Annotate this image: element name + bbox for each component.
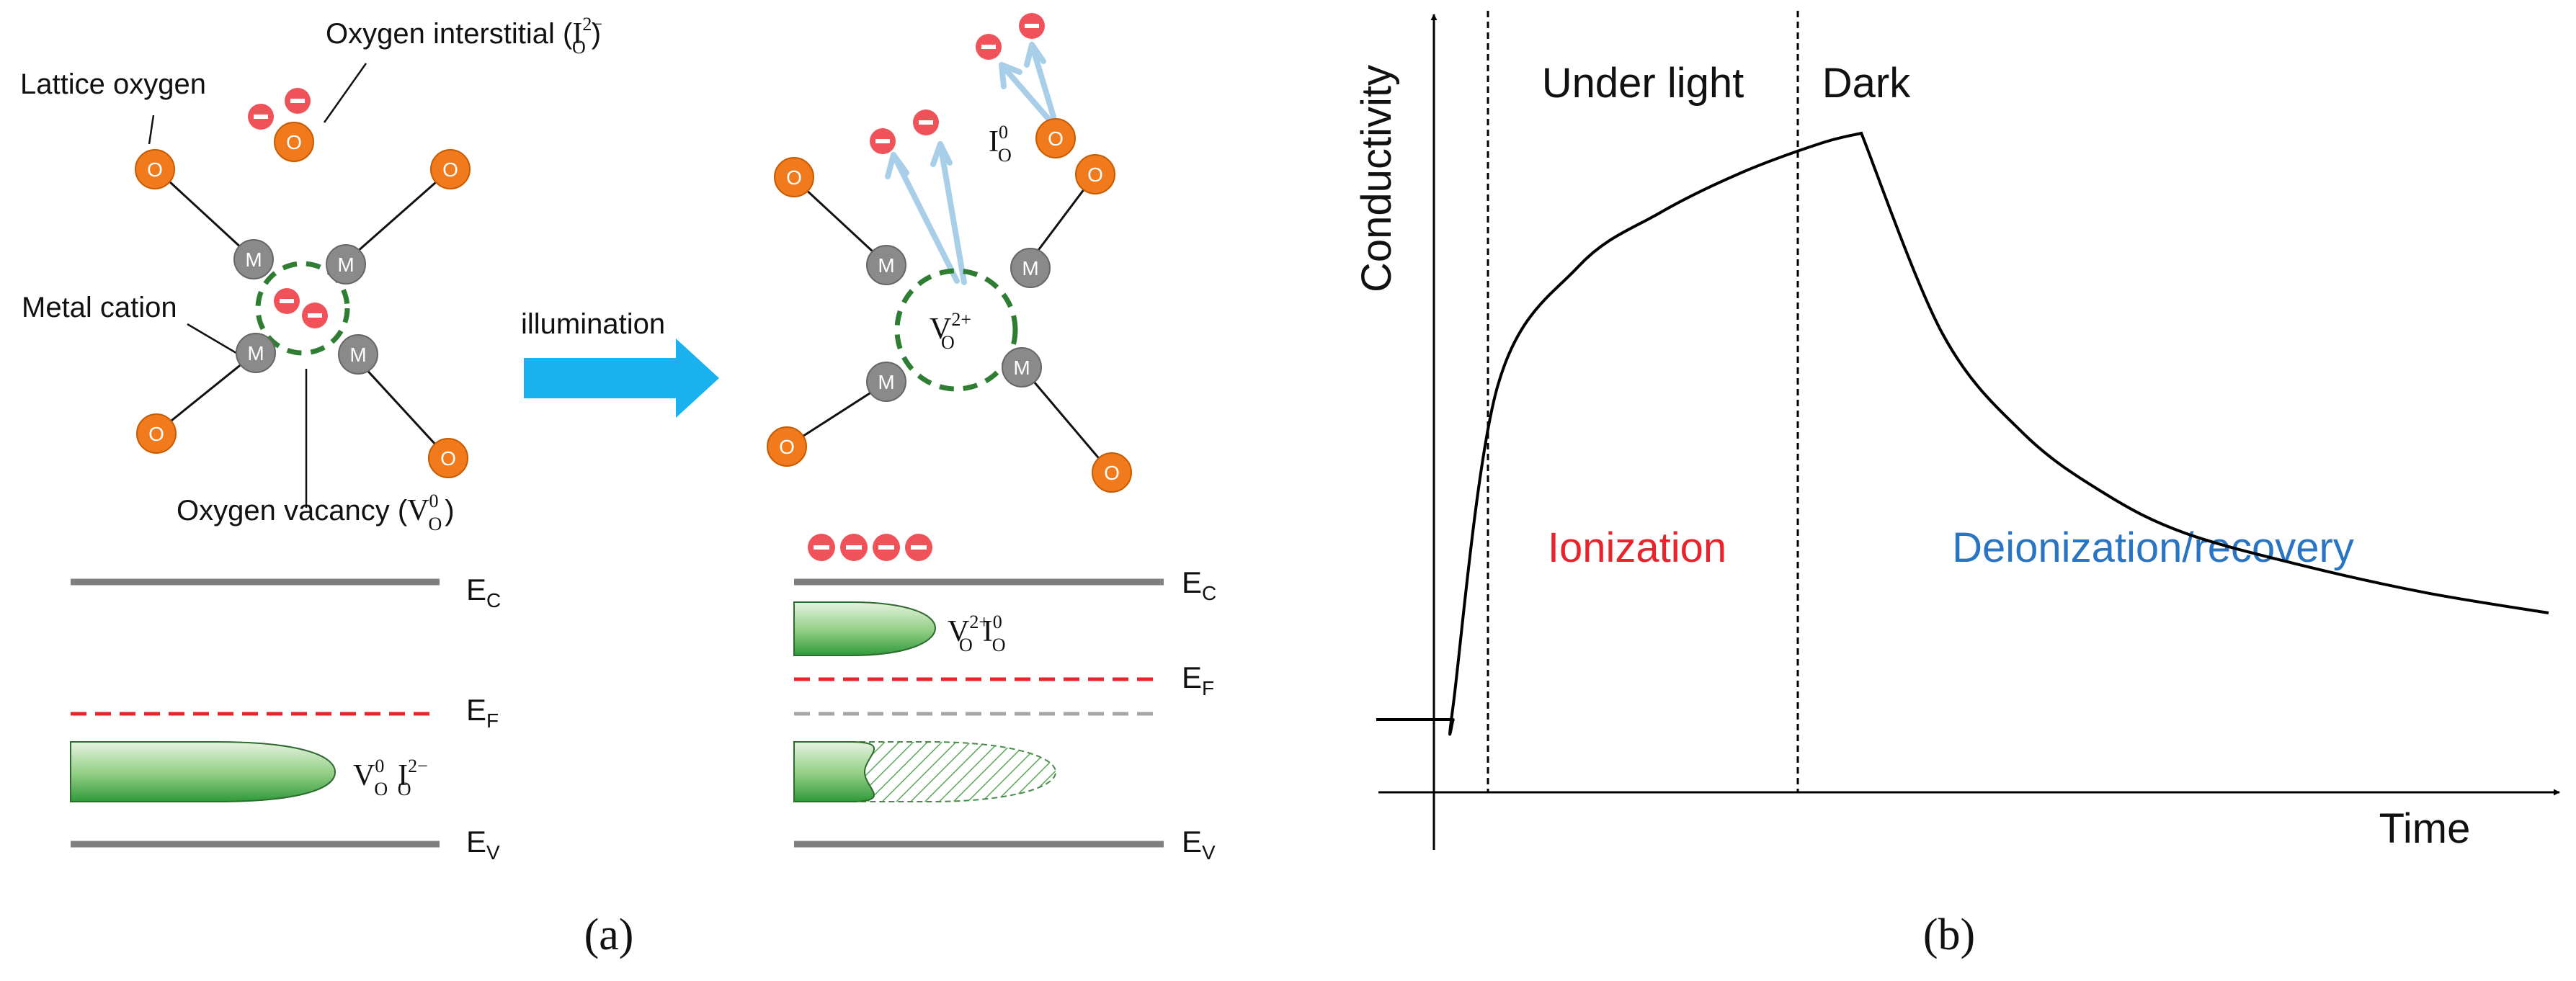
svg-text:O: O [1048, 127, 1064, 150]
oxygen-vacancy-circle [255, 261, 350, 356]
label-oxygen-interstitial: Oxygen interstitial (I2−O) [326, 14, 602, 58]
svg-text:O: O [1104, 462, 1120, 484]
electrons-left [248, 88, 328, 328]
electron [1019, 13, 1045, 39]
ionized-defect-band [793, 601, 937, 656]
electron [840, 534, 868, 561]
electron [248, 104, 274, 130]
svg-text:M: M [337, 254, 354, 276]
conductivity-curve [1376, 131, 2549, 736]
electron [302, 303, 328, 328]
svg-text:M: M [878, 254, 894, 277]
svg-text:O: O [786, 166, 802, 189]
svg-text:M: M [245, 248, 262, 271]
label-ev-left: EV [466, 825, 500, 864]
y-axis-label: Conductivity [1353, 65, 1400, 292]
label-vacancy-ionized: V2+O [930, 309, 971, 353]
region-under-light: Under light [1542, 60, 1744, 107]
panel-a: O O O O O M M M M Lattice oxygen Oxygen … [20, 14, 602, 864]
svg-text:O: O [147, 158, 163, 181]
electron [808, 534, 835, 561]
label-ec-right: EC [1182, 565, 1216, 604]
metal-atom: M [233, 239, 274, 279]
label-illumination: illumination [521, 308, 665, 340]
metal-atom: M [236, 333, 276, 373]
metal-atom: M [326, 244, 366, 285]
label-ev-right: EV [1182, 825, 1216, 864]
svg-text:M: M [349, 344, 366, 366]
ionized-vacancy-circle [894, 268, 1018, 392]
electron [905, 534, 932, 561]
region-dark: Dark [1822, 60, 1911, 107]
metal-atom: M [1010, 248, 1051, 288]
caption-a: (a) [584, 910, 634, 959]
metal-cations-right: M M M M [866, 245, 1051, 402]
electrons-right [870, 13, 1045, 154]
label-lattice-oxygen: Lattice oxygen [20, 68, 206, 100]
svg-text:M: M [247, 342, 264, 364]
svg-text:O: O [1087, 164, 1103, 186]
metal-atom: M [866, 245, 906, 285]
svg-text:M: M [1022, 257, 1038, 279]
svg-text:O: O [442, 158, 458, 181]
defect-state-band [70, 741, 337, 802]
oxygen-atom: O [135, 149, 175, 189]
label-ec-left: EC [466, 573, 501, 612]
oxygen-atoms-right: O O O O O [767, 118, 1132, 493]
metal-cations-left: M M M M [233, 239, 378, 375]
label-ionization: Ionization [1548, 524, 1726, 571]
remaining-defect-band [793, 741, 875, 802]
metal-atom: M [338, 334, 378, 375]
electron [870, 128, 896, 154]
x-axis-label: Time [2379, 805, 2471, 852]
electron [873, 534, 900, 561]
electron [285, 88, 311, 114]
panel-b: Conductivity Time Under light Dark Ioniz… [1353, 11, 2560, 852]
conduction-electrons [808, 534, 932, 561]
electron [913, 109, 939, 135]
label-metal-cation: Metal cation [22, 292, 177, 323]
electron [274, 288, 300, 314]
oxygen-atom: O [430, 149, 471, 189]
oxygen-atom: O [1075, 154, 1115, 194]
illumination-arrow: illumination [521, 308, 719, 418]
svg-text:M: M [1013, 357, 1030, 379]
metal-atom: M [866, 362, 906, 402]
label-ef-left: EF [466, 693, 499, 732]
caption-b: (b) [1923, 910, 1975, 959]
oxygen-atom: O [274, 122, 314, 162]
oxygen-atoms-left: O O O O O [135, 122, 471, 478]
lattice-bonds-left [156, 170, 449, 457]
emission-arrows [885, 42, 1056, 285]
metal-atom: M [1002, 347, 1042, 388]
oxygen-atom: O [767, 426, 807, 467]
svg-text:O: O [148, 423, 164, 445]
oxygen-atom: O [136, 413, 177, 454]
svg-text:O: O [440, 447, 456, 470]
svg-text:M: M [878, 371, 894, 393]
oxygen-atom: O [774, 157, 814, 197]
svg-text:O: O [779, 436, 795, 458]
svg-text:O: O [286, 131, 302, 153]
label-ef-right: EF [1182, 660, 1214, 699]
leader-lines-left [148, 63, 367, 508]
oxygen-atom: O [1035, 118, 1076, 158]
electron [976, 34, 1002, 60]
oxygen-atom: O [428, 438, 468, 478]
oxygen-atom: O [1092, 452, 1132, 493]
label-deionization: Deionization/recovery [1952, 524, 2354, 571]
